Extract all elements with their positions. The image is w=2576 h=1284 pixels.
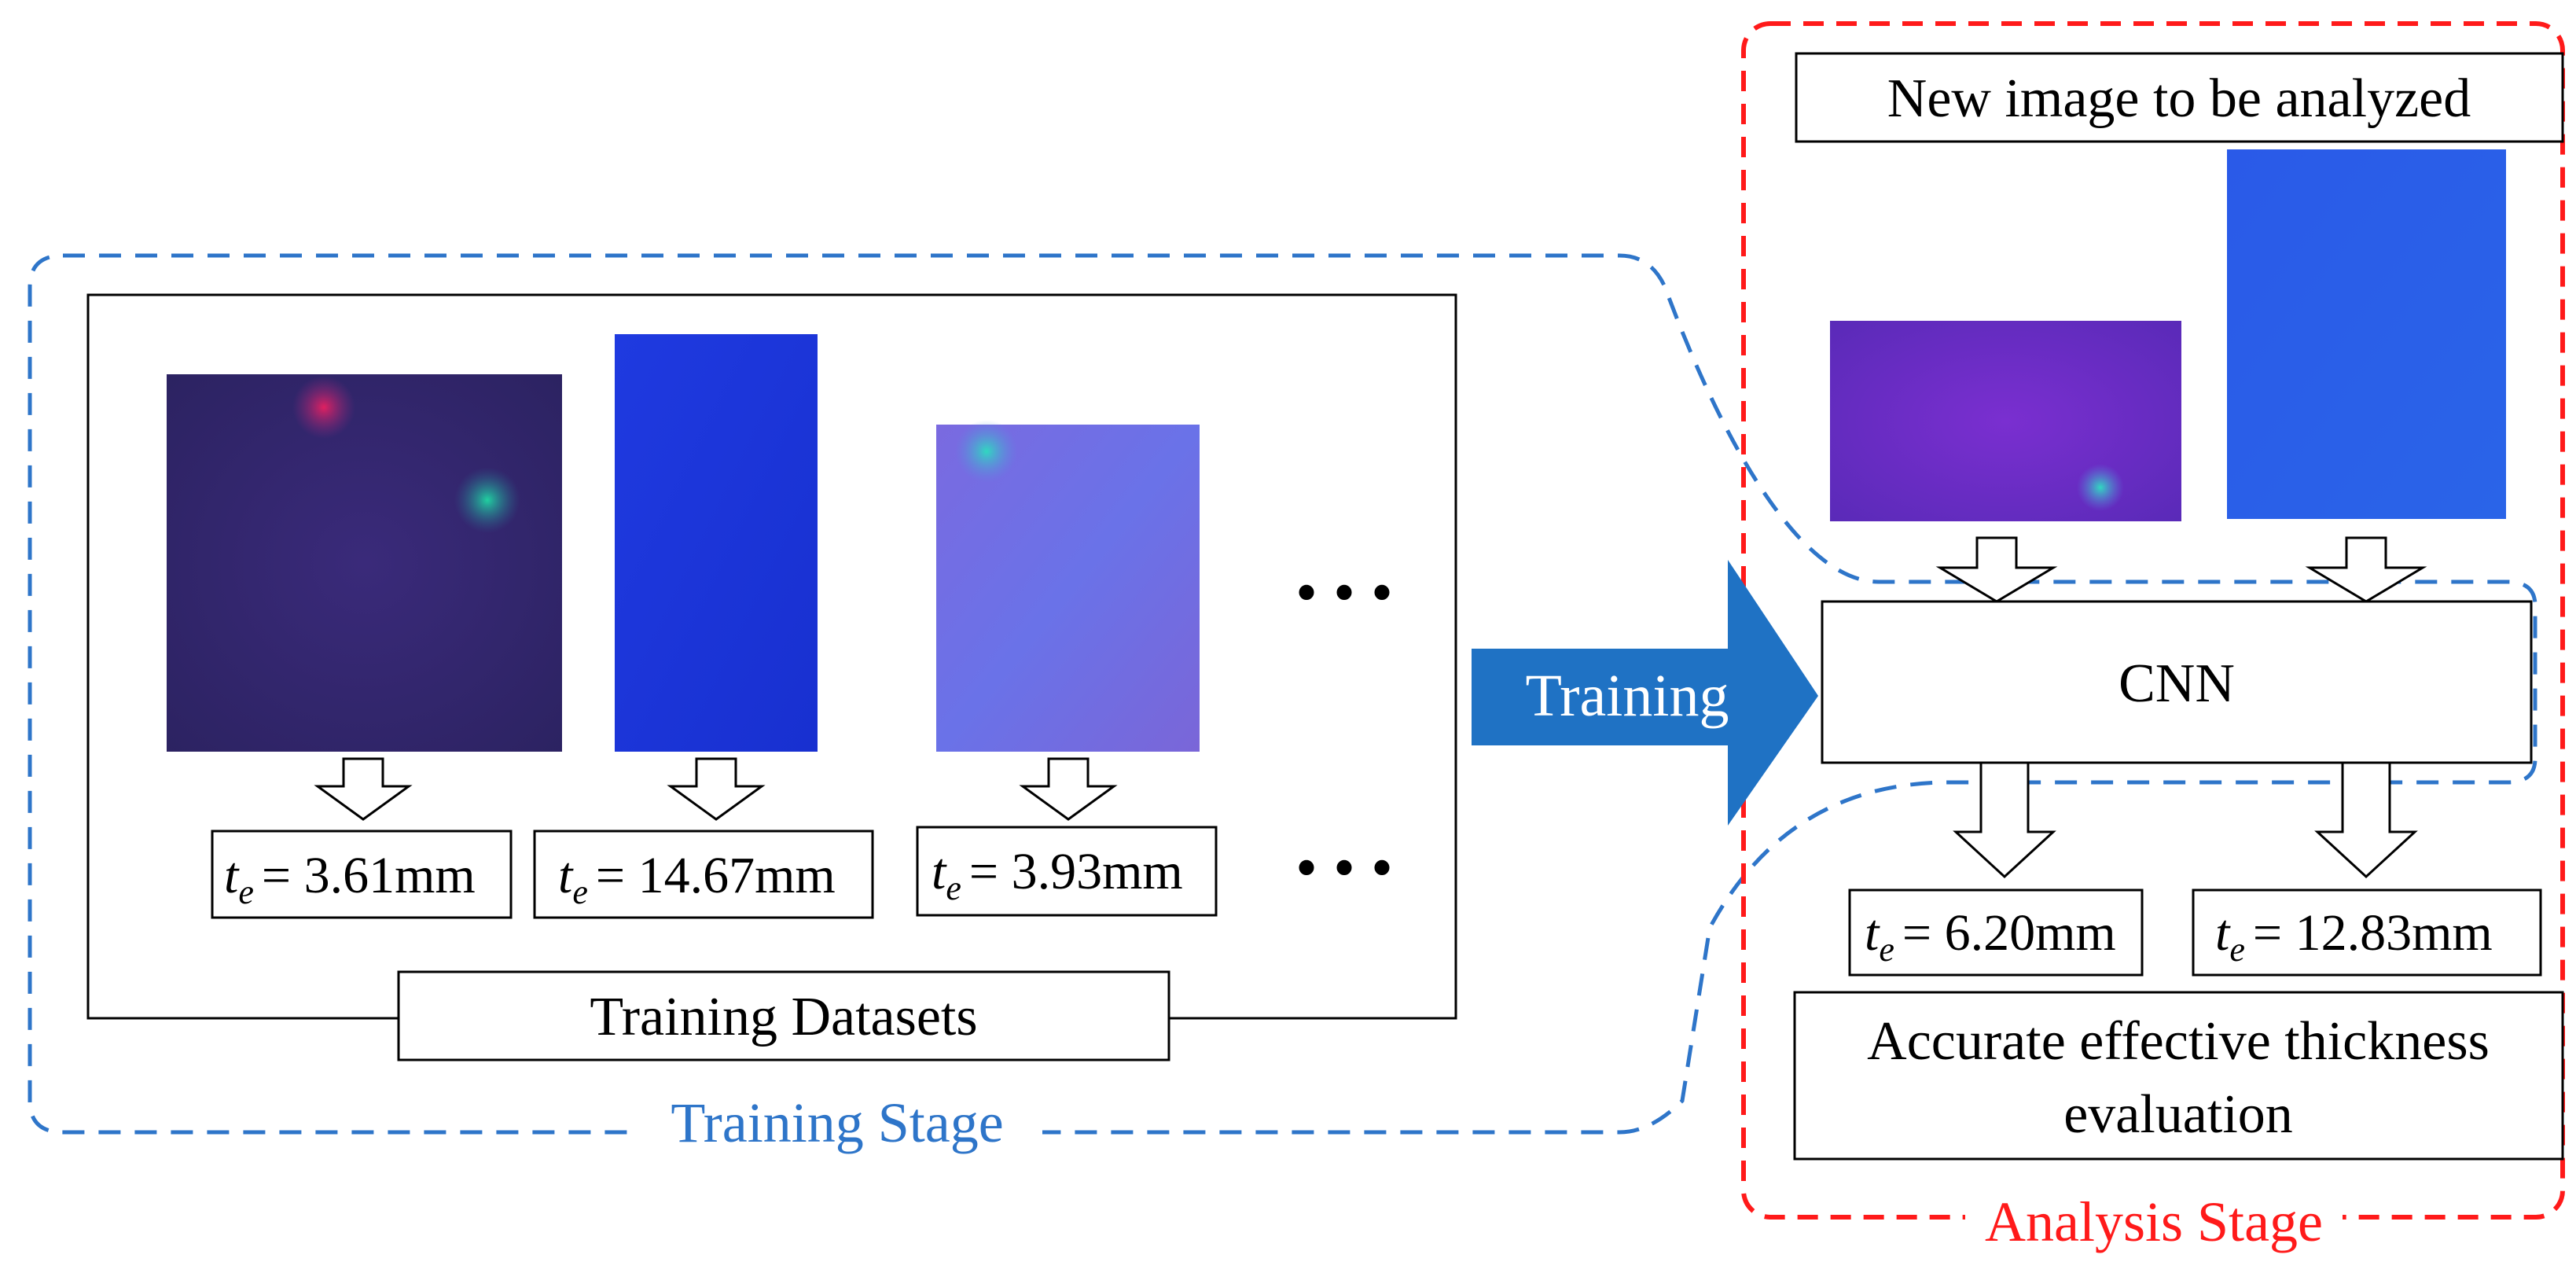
down-arrow-icon	[2314, 761, 2418, 879]
training-datasets-label: Training Datasets	[590, 987, 977, 1047]
analysis-stage-label: Analysis Stage	[1985, 1190, 2323, 1253]
analysis-stage-label-bg	[1965, 1186, 2343, 1256]
dataset-ellipsis-upper: • • •	[1295, 558, 1393, 627]
analysis-stage-boundary	[1741, 21, 2565, 1220]
down-arrow-icon	[2305, 536, 2427, 603]
training-arrow	[1472, 560, 1818, 826]
training-image-3	[936, 420, 1200, 752]
sample-ellipsis-lower: • • •	[1295, 833, 1393, 903]
svg-text:te= 12.83mm: te= 12.83mm	[2215, 904, 2493, 969]
down-arrow-icon	[314, 757, 413, 821]
sample-value-box-2: te= 14.67mm	[533, 830, 874, 919]
training-datasets-label-box	[397, 970, 1170, 1061]
sample-value-box-3: te= 3.93mm	[916, 826, 1218, 917]
training-image-2	[615, 334, 818, 752]
analysis-image-1	[1830, 321, 2181, 521]
result-value-box-2: te= 12.83mm	[2192, 888, 2542, 977]
result-value-box-1: te= 6.20mm	[1848, 888, 2144, 977]
training-arrow-label: Training	[1525, 663, 1729, 729]
down-arrow-icon	[1953, 761, 2056, 879]
down-arrow-icon	[667, 757, 766, 821]
svg-text:te= 6.20mm: te= 6.20mm	[1865, 904, 2116, 969]
training-stage-label: Training Stage	[671, 1091, 1003, 1154]
svg-text:te= 3.93mm: te= 3.93mm	[932, 843, 1183, 907]
new-image-label: New image to be analyzed	[1887, 68, 2471, 129]
training-stage-label-bg	[634, 1093, 1042, 1172]
analysis-image-2	[2227, 149, 2506, 519]
down-arrow-icon	[1019, 757, 1118, 821]
conclusion-box	[1793, 991, 2564, 1161]
sample-value-box-1: te= 3.61mm	[211, 830, 513, 919]
svg-text:te= 3.61mm: te= 3.61mm	[224, 847, 476, 911]
svg-text:te= 14.67mm: te= 14.67mm	[558, 847, 836, 911]
conclusion-line-1: Accurate effective thickness	[1867, 1011, 2490, 1072]
down-arrow-icon	[1935, 536, 2058, 603]
cnn-box	[1821, 600, 2533, 764]
new-image-label-box	[1795, 52, 2564, 143]
conclusion-line-2: evaluation	[2063, 1084, 2293, 1145]
cnn-label: CNN	[2118, 653, 2235, 714]
training-stage-boundary	[28, 253, 2537, 1135]
training-image-1	[167, 374, 562, 752]
